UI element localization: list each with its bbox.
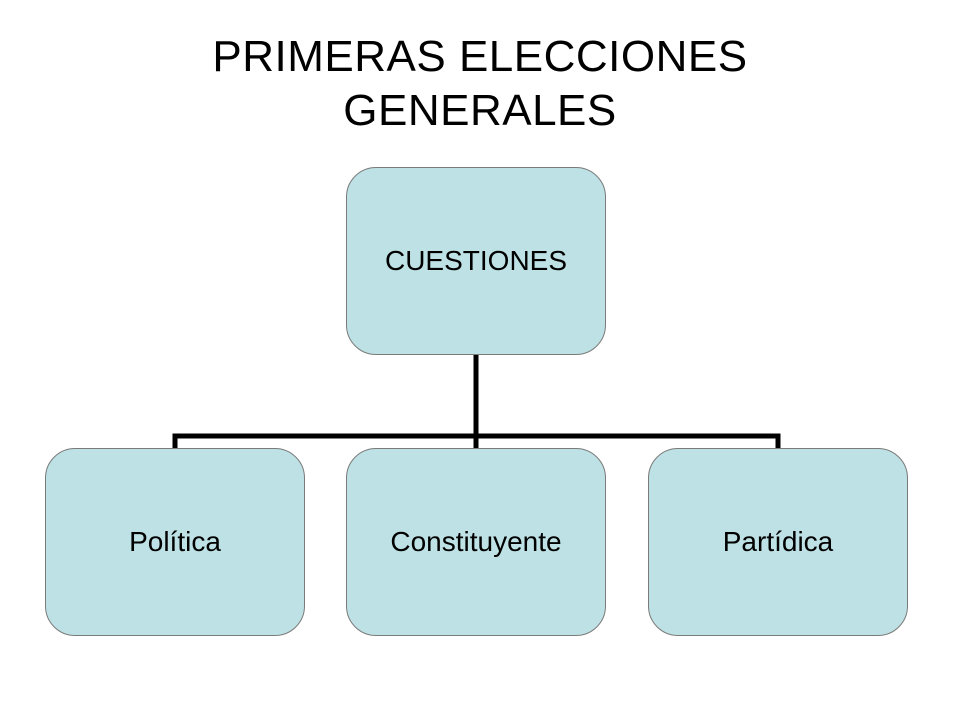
child-node-label: Política <box>129 526 221 557</box>
child-node-politica: Política <box>45 448 305 636</box>
child-node-label: Constituyente <box>390 526 562 557</box>
child-node-partidica: Partídica <box>648 448 908 636</box>
slide-title-line-1: PRIMERAS ELECCIONES <box>212 32 748 81</box>
slide-title: PRIMERAS ELECCIONES GENERALES <box>0 30 960 138</box>
child-node-label: Partídica <box>722 526 834 557</box>
slide-title-line-2: GENERALES <box>343 86 617 135</box>
child-node-constituyente: Constituyente <box>346 448 606 636</box>
root-node-label: CUESTIONES <box>384 245 568 276</box>
root-node-cuestiones: CUESTIONES <box>346 167 606 355</box>
